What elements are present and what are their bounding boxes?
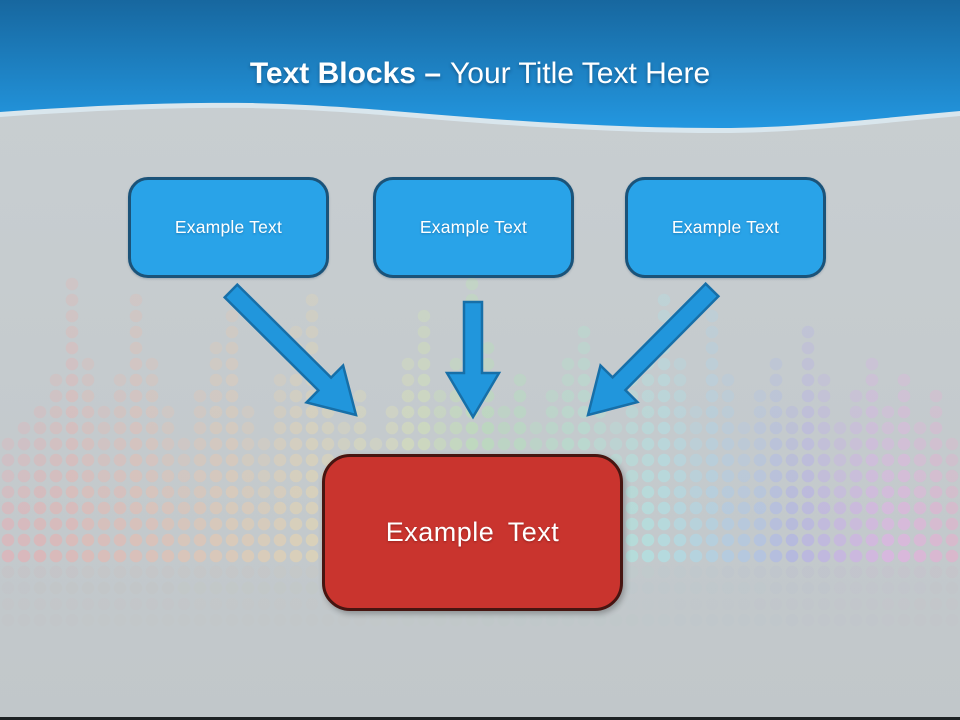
arrow-connector [586, 281, 721, 417]
title-bold-segment: Text Blocks – [249, 57, 442, 90]
text-block-1: Example Text [128, 177, 329, 278]
result-block: Example Text [322, 454, 623, 611]
title-regular-segment: Your Title Text Here [450, 57, 711, 90]
header-wave-shape [0, 0, 960, 128]
result-block-label: Example Text [385, 517, 560, 547]
text-block-1-label: Example Text [174, 217, 283, 237]
text-block-2-label: Example Text [419, 217, 528, 237]
slide-title: Text Blocks – Your Title Text Here [0, 56, 960, 92]
text-block-2: Example Text [373, 177, 574, 278]
arrow-connector [222, 282, 358, 417]
arrow-connector [444, 300, 502, 420]
text-block-3: Example Text [625, 177, 826, 278]
header-wave [0, 0, 960, 133]
text-block-3-label: Example Text [671, 217, 780, 237]
slide-bottom-edge [0, 717, 960, 720]
